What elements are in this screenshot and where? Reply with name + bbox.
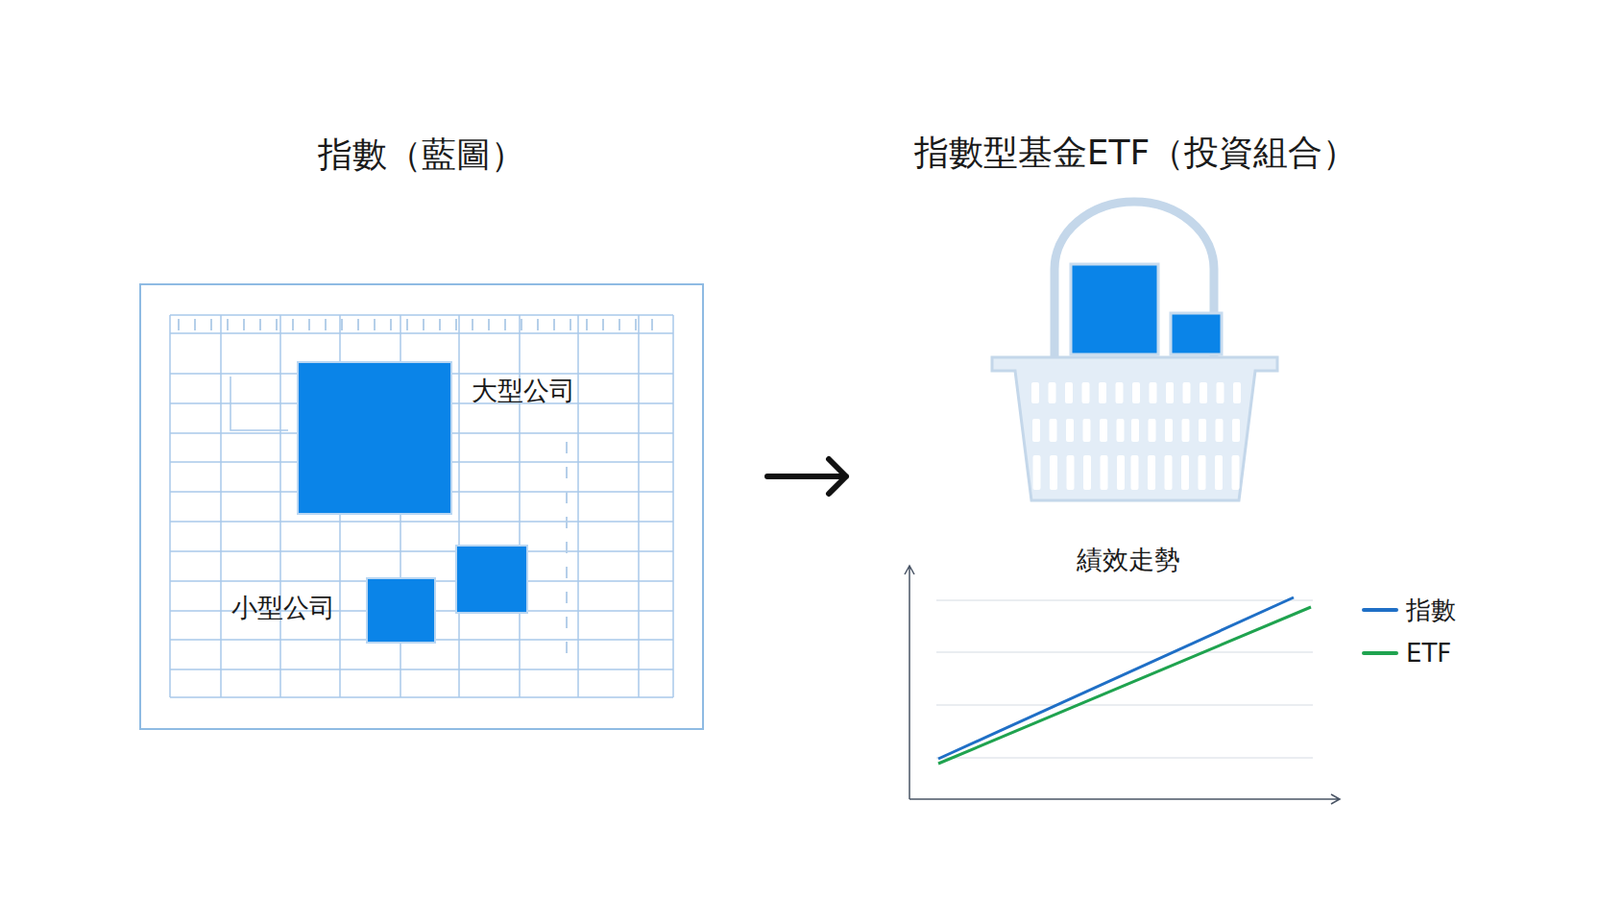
- legend-text: 指數: [1406, 594, 1456, 626]
- company-label: 小型公司: [231, 592, 336, 624]
- blueprint-grid: [139, 283, 704, 730]
- portfolio-basket: 指數型基金ETF（投資組合）: [849, 192, 1422, 505]
- blueprint-frame: 指數（藍圖）大型公司小型公司: [139, 283, 704, 730]
- legend-text: ETF: [1406, 637, 1452, 669]
- flow-arrow: [767, 459, 847, 494]
- company-label: 大型公司: [471, 375, 576, 407]
- legend-swatch: [1361, 607, 1399, 612]
- company-square: [456, 545, 528, 613]
- section-heading: 指數（藍圖）: [141, 135, 703, 174]
- performance-chart: [904, 565, 1340, 804]
- company-square: 大型公司: [296, 361, 453, 515]
- basket: [992, 201, 1278, 501]
- chart-title: 績效走勢: [1076, 544, 1181, 576]
- legend-swatch: [1361, 651, 1399, 655]
- section-heading: 指數型基金ETF（投資組合）: [849, 133, 1422, 172]
- company-square: 小型公司: [365, 577, 437, 644]
